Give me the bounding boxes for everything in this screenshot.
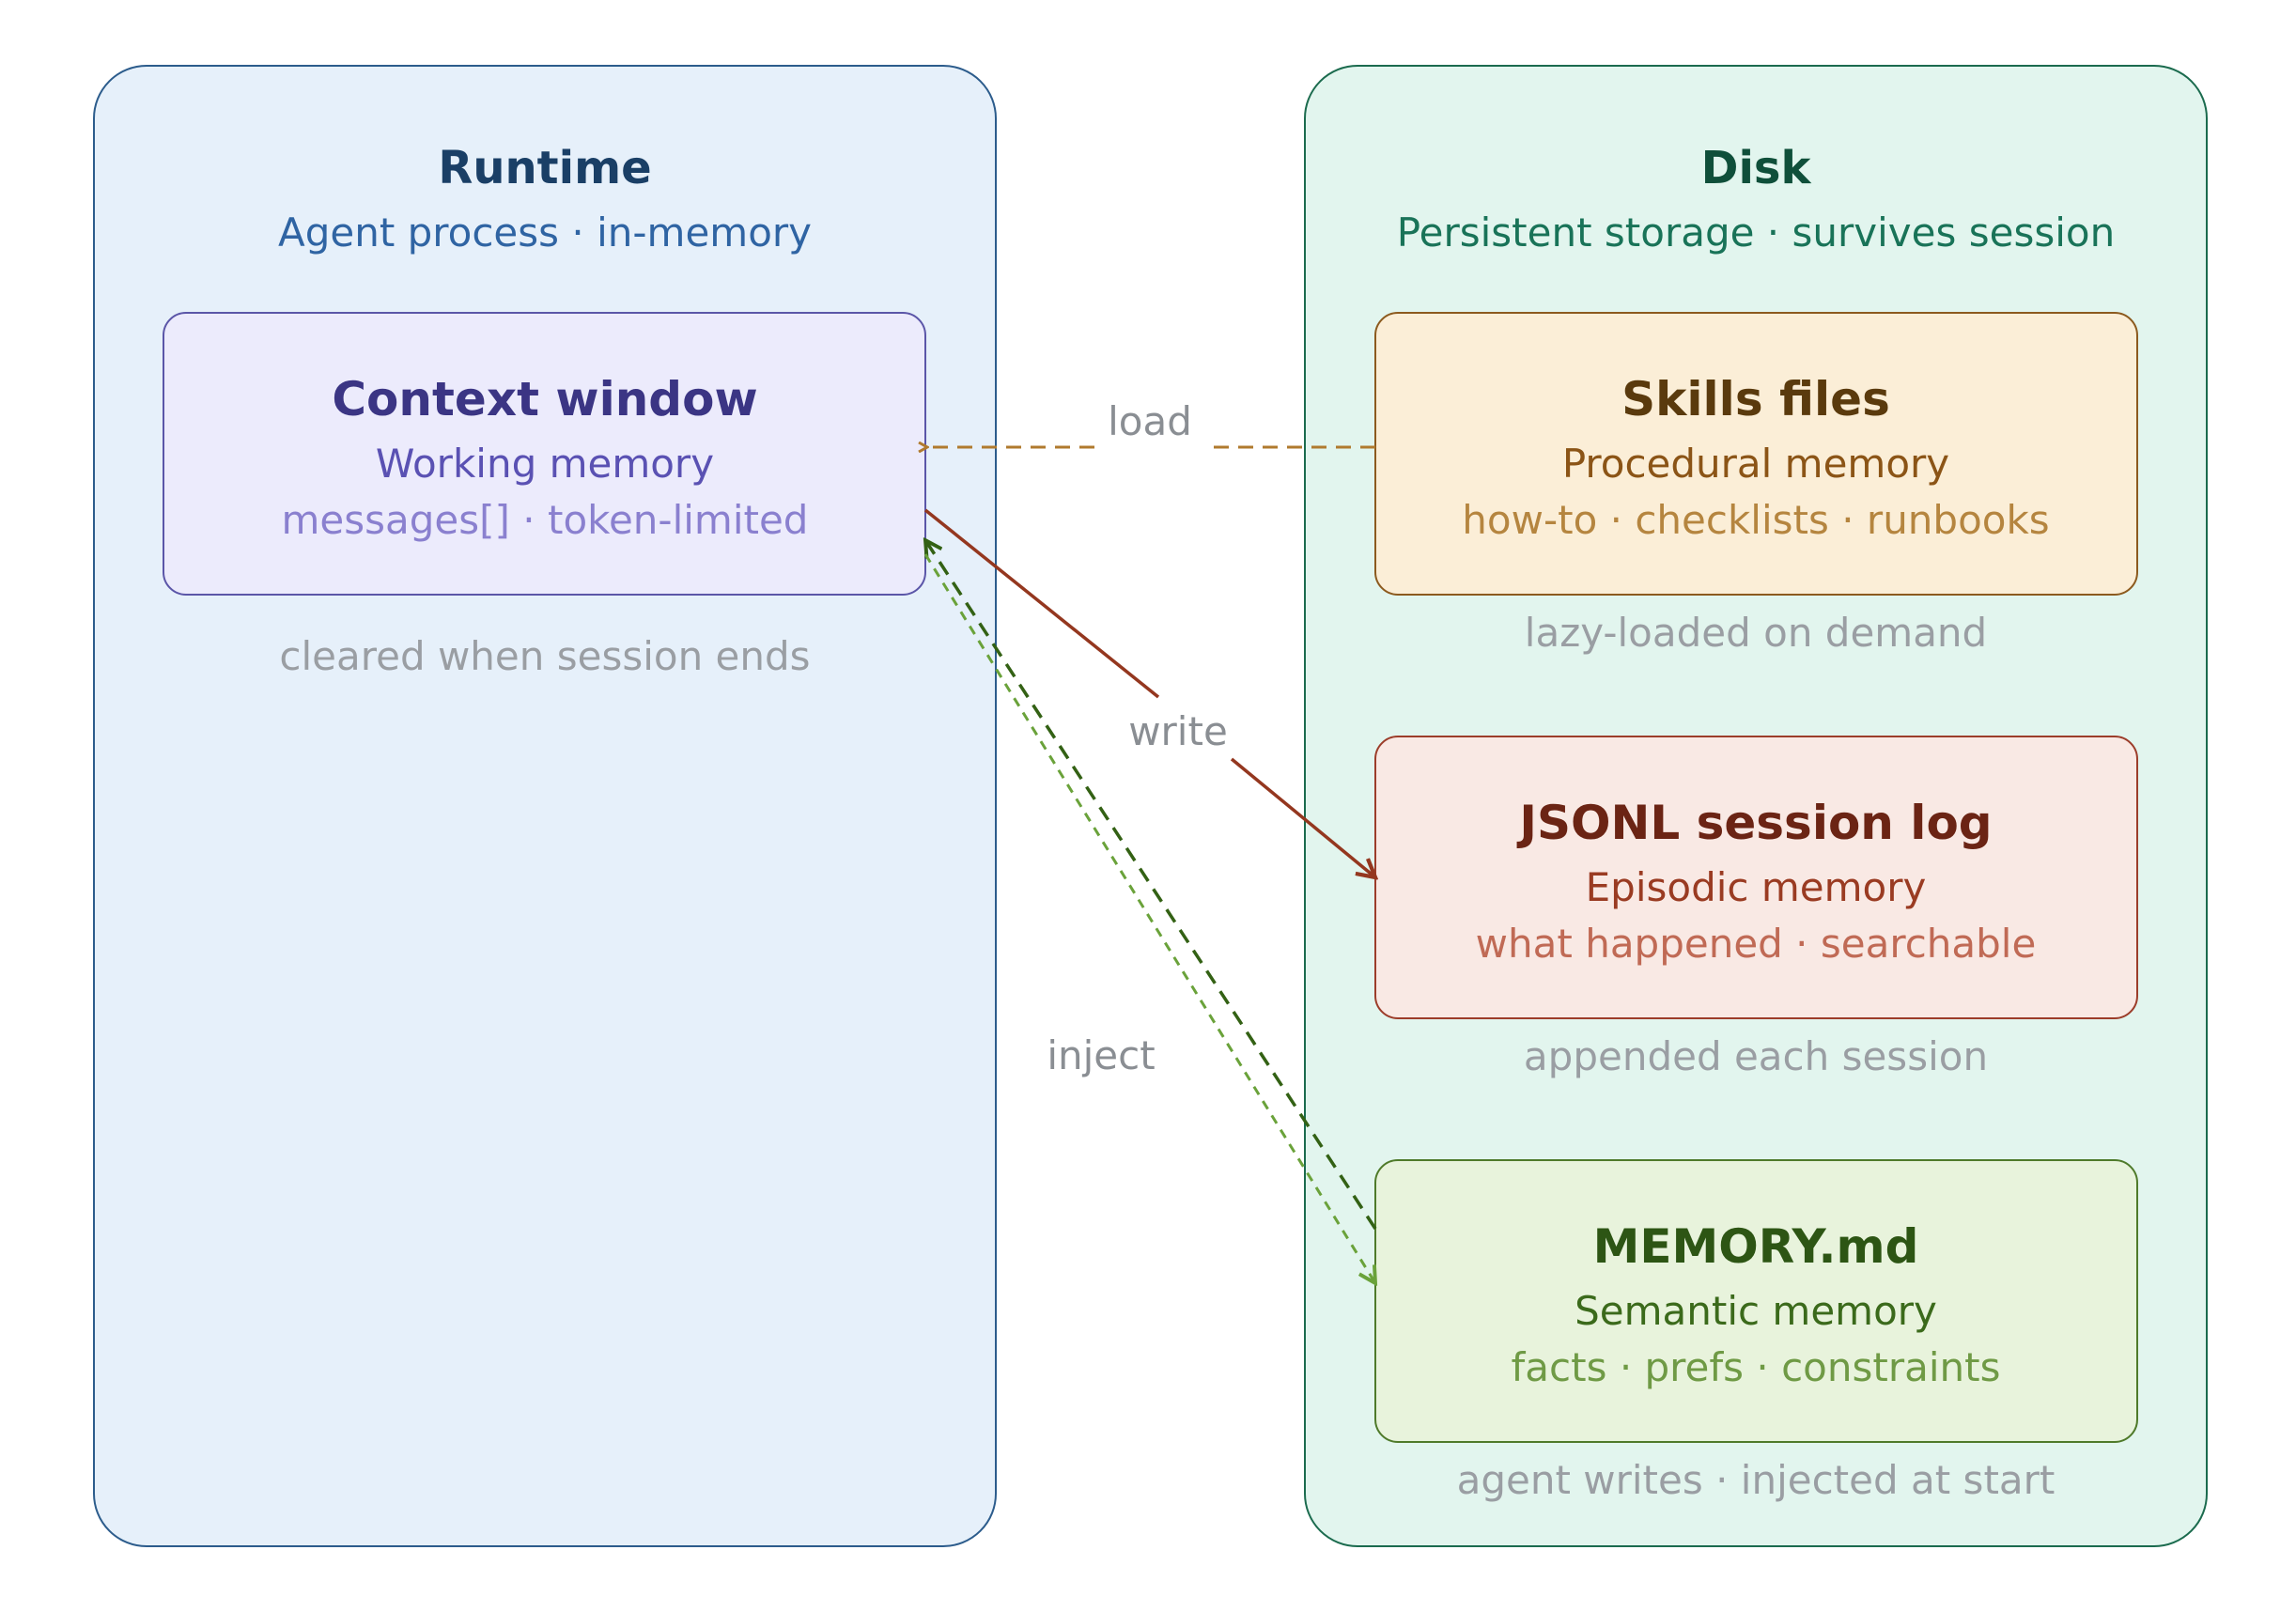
jsonl-log-note: appended each session (1524, 1033, 1988, 1079)
disk-title: Disk (1701, 142, 1812, 194)
context-window-box (163, 312, 926, 596)
skills-files-subtitle: Procedural memory (1562, 441, 1949, 487)
edge-inject-line-light (923, 553, 1375, 1283)
skills-files-node: Skills files Procedural memory how-to · … (1374, 312, 2138, 656)
edge-write-line-lower (1230, 757, 1375, 877)
edge-load: load (927, 398, 1375, 447)
edge-inject: inject (925, 540, 1375, 1283)
runtime-panel-bg (93, 65, 997, 1547)
memory-md-node: MEMORY.md Semantic memory facts · prefs … (1374, 1159, 2138, 1503)
edge-write-label: write (1128, 708, 1228, 754)
edge-load-label: load (1108, 398, 1192, 444)
memory-md-detail: facts · prefs · constraints (1512, 1344, 2001, 1390)
skills-files-detail: how-to · checklists · runbooks (1462, 497, 2049, 543)
context-window-detail: messages[] · token-limited (282, 497, 809, 543)
jsonl-log-title: JSONL session log (1516, 796, 1992, 850)
jsonl-log-subtitle: Episodic memory (1586, 864, 1927, 910)
jsonl-log-detail: what happened · searchable (1476, 921, 2037, 967)
context-window-subtitle: Working memory (376, 441, 714, 487)
skills-files-box (1374, 312, 2138, 596)
runtime-subtitle: Agent process · in-memory (278, 209, 812, 256)
memory-md-note: agent writes · injected at start (1457, 1457, 2056, 1503)
edge-write: write (923, 508, 1375, 877)
edge-inject-line-dark (925, 540, 1377, 1230)
jsonl-log-node: JSONL session log Episodic memory what h… (1374, 736, 2138, 1079)
disk-subtitle: Persistent storage · survives session (1397, 209, 2115, 256)
context-window-node: Context window Working memory messages[]… (163, 312, 926, 679)
edge-inject-label: inject (1047, 1032, 1155, 1078)
memory-md-title: MEMORY.md (1593, 1219, 1919, 1274)
memory-md-subtitle: Semantic memory (1575, 1288, 1937, 1334)
context-window-title: Context window (332, 372, 757, 426)
edge-write-line-upper (923, 508, 1160, 699)
context-window-note: cleared when session ends (279, 633, 810, 679)
runtime-title: Runtime (438, 142, 651, 194)
skills-files-title: Skills files (1621, 372, 1890, 426)
runtime-panel: Runtime Agent process · in-memory (93, 65, 997, 1547)
memory-md-box (1374, 1159, 2138, 1443)
skills-files-note: lazy-loaded on demand (1525, 610, 1987, 656)
